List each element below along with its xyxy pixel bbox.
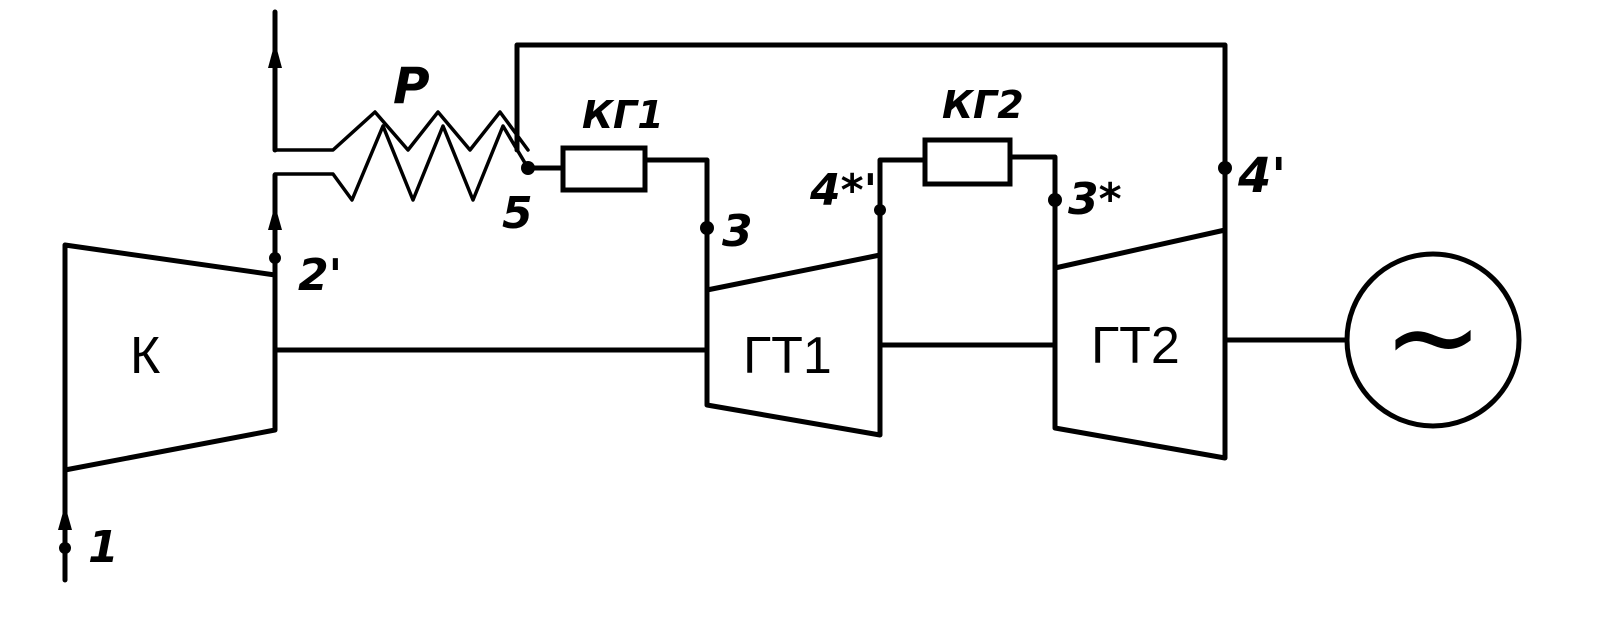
compressor-shape: [62, 242, 278, 473]
turbine-2-shape: [1052, 227, 1228, 461]
turbine-1-label: ГТ1: [743, 327, 832, 385]
generator-circle: [1344, 251, 1522, 429]
point-4s-label: 4*': [809, 165, 877, 216]
point-4-dot: [1218, 161, 1232, 175]
point-3s-label: 3*: [1068, 174, 1122, 225]
combustor-2-label: КГ2: [942, 83, 1024, 127]
point-3s-dot: [1048, 193, 1062, 207]
regenerator-hot-pipe: [273, 110, 530, 152]
point-4s-dot: [874, 204, 886, 216]
combustor-1-box: [560, 145, 648, 193]
compressor-label: К: [130, 327, 160, 385]
point-4-label: 4': [1237, 148, 1286, 204]
combustor-2-outlet-line: [1007, 154, 1058, 271]
combustor-1-outlet-line: [642, 157, 710, 293]
point-2-dot: [269, 252, 281, 264]
point-3-label: 3: [722, 206, 753, 257]
turbine-2-label: ГТ2: [1091, 317, 1180, 375]
turbine-1-outlet-line: [877, 157, 928, 258]
exhaust-arrow-icon: [268, 42, 282, 68]
point-3-dot: [700, 221, 714, 235]
point-1-dot: [59, 542, 71, 554]
generator-symbol-icon: ~: [1383, 268, 1484, 407]
regenerator-label: Р: [393, 57, 430, 115]
compressor-outlet-arrow-icon: [268, 205, 282, 230]
inlet-arrow-icon: [58, 505, 72, 530]
turbine-1-shape: [704, 252, 883, 438]
point-1-label: 1: [88, 522, 119, 573]
combustor-1-label: КГ1: [582, 93, 664, 137]
regenerator-cold-pipe: [273, 124, 530, 202]
point-2-label: 2': [298, 250, 342, 301]
turbine-2-exhaust-line: [514, 42, 1228, 233]
point-5-label: 5: [502, 188, 533, 239]
combustor-2-box: [922, 137, 1013, 187]
